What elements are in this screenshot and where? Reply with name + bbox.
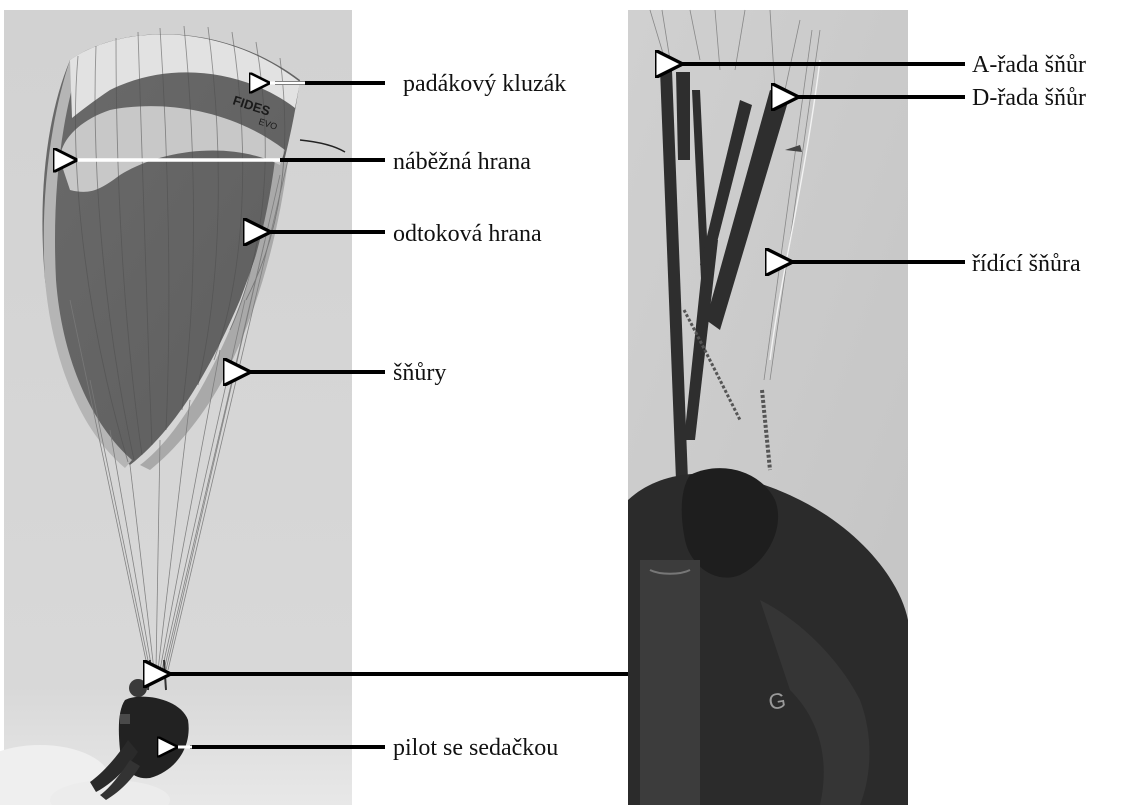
label-a-lines: A-řada šňůr xyxy=(972,52,1086,78)
label-brake-line: řídící šňůra xyxy=(972,251,1081,277)
label-leading-edge: náběžná hrana xyxy=(393,149,531,175)
label-lines: šňůry xyxy=(393,360,446,386)
label-d-lines: D-řada šňůr xyxy=(972,85,1086,111)
left-photo: FIDES EVO xyxy=(0,10,352,805)
label-canopy: padákový kluzák xyxy=(403,71,566,97)
label-pilot: pilot se sedačkou xyxy=(393,735,558,761)
label-trailing-edge: odtoková hrana xyxy=(393,221,542,247)
right-photo: G xyxy=(628,10,908,805)
